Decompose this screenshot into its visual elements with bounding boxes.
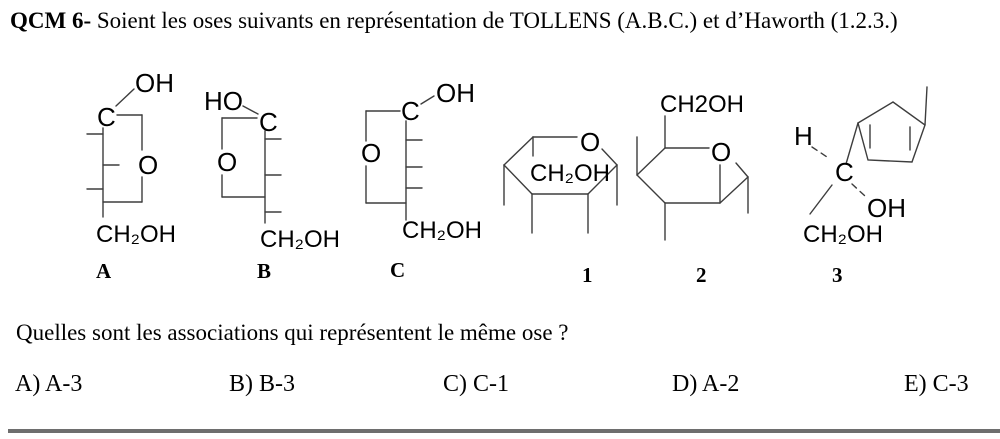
atom-o: O [217,147,237,177]
atom-c: C [835,157,854,187]
structure-1: O CH₂OH 1 [503,127,618,287]
structure-1-bonds [503,136,618,234]
structures-figure: OH C O CH₂OH A HO C O CH₂OH B [86,68,928,287]
atom-c: C [401,96,420,126]
structure-a-label: A [96,259,112,283]
structure-3-label: 3 [832,263,843,287]
option-e: E) C-3 [904,371,969,397]
page-title: QCM 6- Soient les oses suivants en repré… [10,8,898,34]
atom-o: O [580,127,600,157]
structure-3: H C OH CH₂OH 3 [794,86,928,287]
option-a: A) A-3 [15,371,83,397]
title-text: Soient les oses suivants en représentati… [91,8,898,33]
atom-o: O [711,137,731,167]
atom-h: H [794,121,813,151]
atom-ch2oh: CH₂OH [530,160,610,187]
atom-oh: OH [135,68,174,98]
atom-ch2oh: CH₂OH [803,221,883,248]
structure-c-label: C [390,258,405,282]
structure-b-label: B [257,259,271,283]
structure-2: CH2OH O 2 [636,91,749,287]
structure-2-label: 2 [696,263,707,287]
structure-c: OH C O CH₂OH C [361,78,482,282]
atom-o: O [361,138,381,168]
atom-ch2oh: CH2OH [660,91,744,118]
atom-ho: HO [204,86,243,116]
atom-ch2oh: CH₂OH [402,217,482,244]
atom-oh: OH [436,78,475,108]
structure-b: HO C O CH₂OH B [204,86,340,283]
atom-o: O [138,150,158,180]
atom-oh: OH [867,193,906,223]
bottom-divider [8,429,1000,433]
atom-c: C [259,107,278,137]
structure-1-label: 1 [582,263,593,287]
atom-ch2oh: CH₂OH [96,221,176,248]
structure-b-bonds [221,105,282,224]
structure-c-bonds [365,95,435,221]
structure-2-bonds [636,115,749,241]
atom-ch2oh: CH₂OH [260,226,340,253]
option-d: D) A-2 [672,371,740,397]
question-text: Quelles sont les associations qui représ… [16,320,569,345]
structure-a: OH C O CH₂OH A [86,68,176,283]
title-prefix: QCM 6- [10,8,92,33]
option-b: B) B-3 [229,371,295,397]
option-c: C) C-1 [443,371,509,397]
atom-c: C [97,102,116,132]
structure-3-bonds [809,86,928,215]
structure-a-bonds [86,88,143,218]
